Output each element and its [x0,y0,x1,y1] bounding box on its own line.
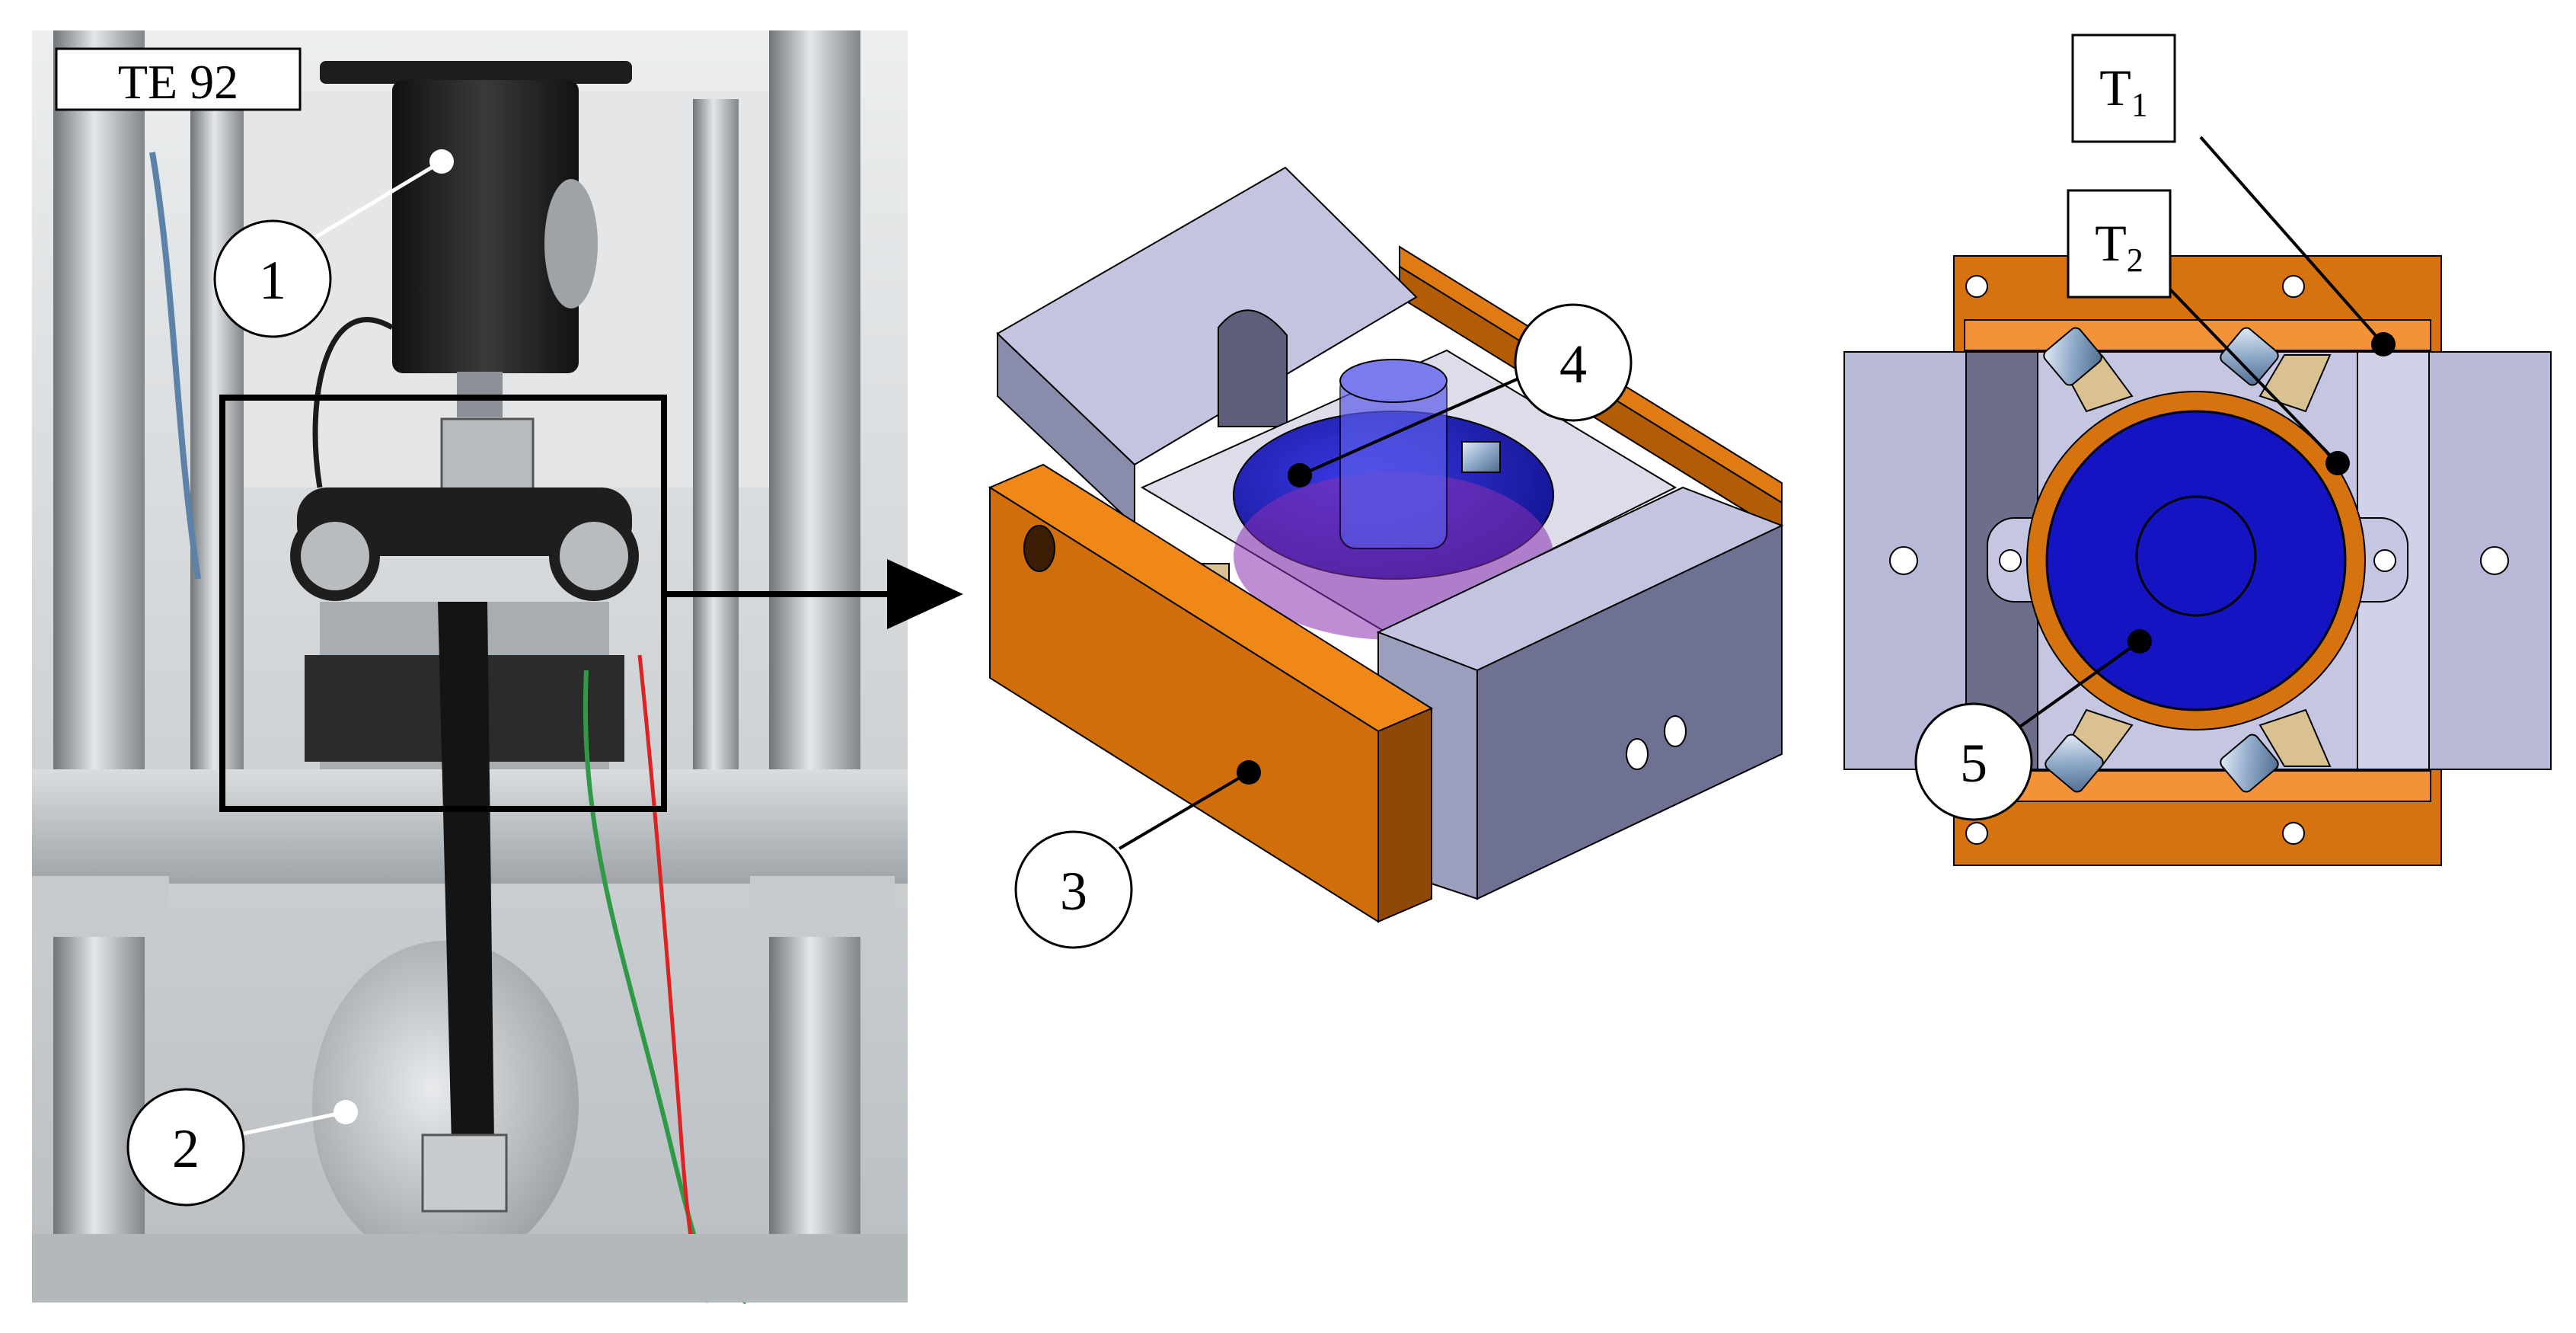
iso-block-right-hole-2 [1664,715,1687,747]
photo-pulley-right [549,511,639,601]
top-bolt-4 [2282,822,2305,845]
sensor-t2-box [2067,189,2172,299]
photo-tensioner-bar [297,487,632,556]
top-bolt-1 [1965,275,1988,298]
top-orange-slot-bottom [1964,770,2431,802]
iso-shaft-top [1339,359,1448,403]
callout-5-circle [1914,702,2033,821]
photo-column-right [769,30,860,1303]
leader-1-dot [429,149,454,174]
photo-top-plate [320,61,632,84]
top-tab-screw-right [2373,549,2396,572]
photo-beam-collar-right [750,876,895,937]
leader-4-dot [1288,463,1312,487]
top-bolt-3 [1965,822,1988,845]
machine-label: TE 92 [118,55,238,109]
top-orange-slot-top [1964,319,2431,351]
top-bolt-2 [2282,275,2305,298]
photo-rear-disk [544,179,598,308]
top-screw-left [1889,546,1918,575]
sensor-t2-letter: T [2095,214,2127,272]
callout-3-label: 3 [1060,861,1087,922]
top-disc [2045,410,2347,711]
iso-block-right-hole-1 [1626,738,1649,770]
photo-belt-clamp [421,1133,508,1213]
photo-column-left [53,30,145,1303]
top-tab-screw-left [1999,549,2022,572]
callout-1-circle [213,219,332,338]
machine-label-box [55,47,302,111]
leader-t2 [2169,288,2339,465]
photo-column-inner-left [190,99,244,785]
leader-5 [2016,640,2141,730]
iso-pad-1 [1461,441,1501,473]
leader-5-dot [2128,629,2152,654]
callout-3-circle [1014,830,1133,949]
leader-1 [303,159,443,246]
photo-pulley-left [290,511,380,601]
iso-frame-front-end [1377,707,1432,923]
photo-column-inner-right [693,99,739,785]
callout-4-label: 4 [1559,334,1587,395]
callout-5-label: 5 [1960,733,1987,794]
top-pad-bottom-left [2045,708,2134,793]
leader-2-dot [334,1100,358,1124]
isometric-view: 4 3 [988,166,1784,949]
sensor-t2-label: T2 [2095,214,2143,279]
iso-frame-front-hole [1023,525,1055,572]
photo-panel: TE 92 1 2 [32,30,908,1305]
photo-lower-drum [312,941,579,1268]
callout-4-circle [1514,303,1633,422]
photo-beam-collar-left [32,876,169,937]
leader-3 [1118,771,1250,850]
top-disc-hub [2135,495,2257,617]
top-pad-bottom-right [2220,708,2332,793]
sensor-t1-label: T1 [2099,59,2148,123]
sensor-t1-box [2071,34,2176,143]
leader-3-dot [1237,760,1261,785]
photo-base-table [32,1234,908,1303]
photo-cable-blue [149,152,201,580]
leader-t1 [2199,136,2385,346]
top-view: T1 T2 5 [1843,34,2552,866]
callout-2-label: 2 [172,1118,200,1179]
callout-2-circle [126,1088,245,1207]
leader-t1-dot [2371,332,2396,356]
sensor-t1-subscript: 1 [2131,86,2148,123]
photo-belt [438,602,495,1204]
leader-t2-dot [2325,451,2350,475]
top-screw-right [2480,546,2509,575]
photo-cable-black [312,317,394,488]
zoom-arrow [664,559,963,629]
top-pad-top-right [2220,327,2332,413]
sensor-t1-letter: T [2099,59,2131,117]
leader-2 [243,1110,346,1136]
sensor-t2-subscript: 2 [2127,241,2143,279]
callout-1-label: 1 [259,250,286,311]
leader-4 [1299,372,1531,477]
top-pad-top-left [2043,327,2134,413]
zoom-region-frame [219,395,667,812]
iso-block-back-notch [1218,309,1288,427]
